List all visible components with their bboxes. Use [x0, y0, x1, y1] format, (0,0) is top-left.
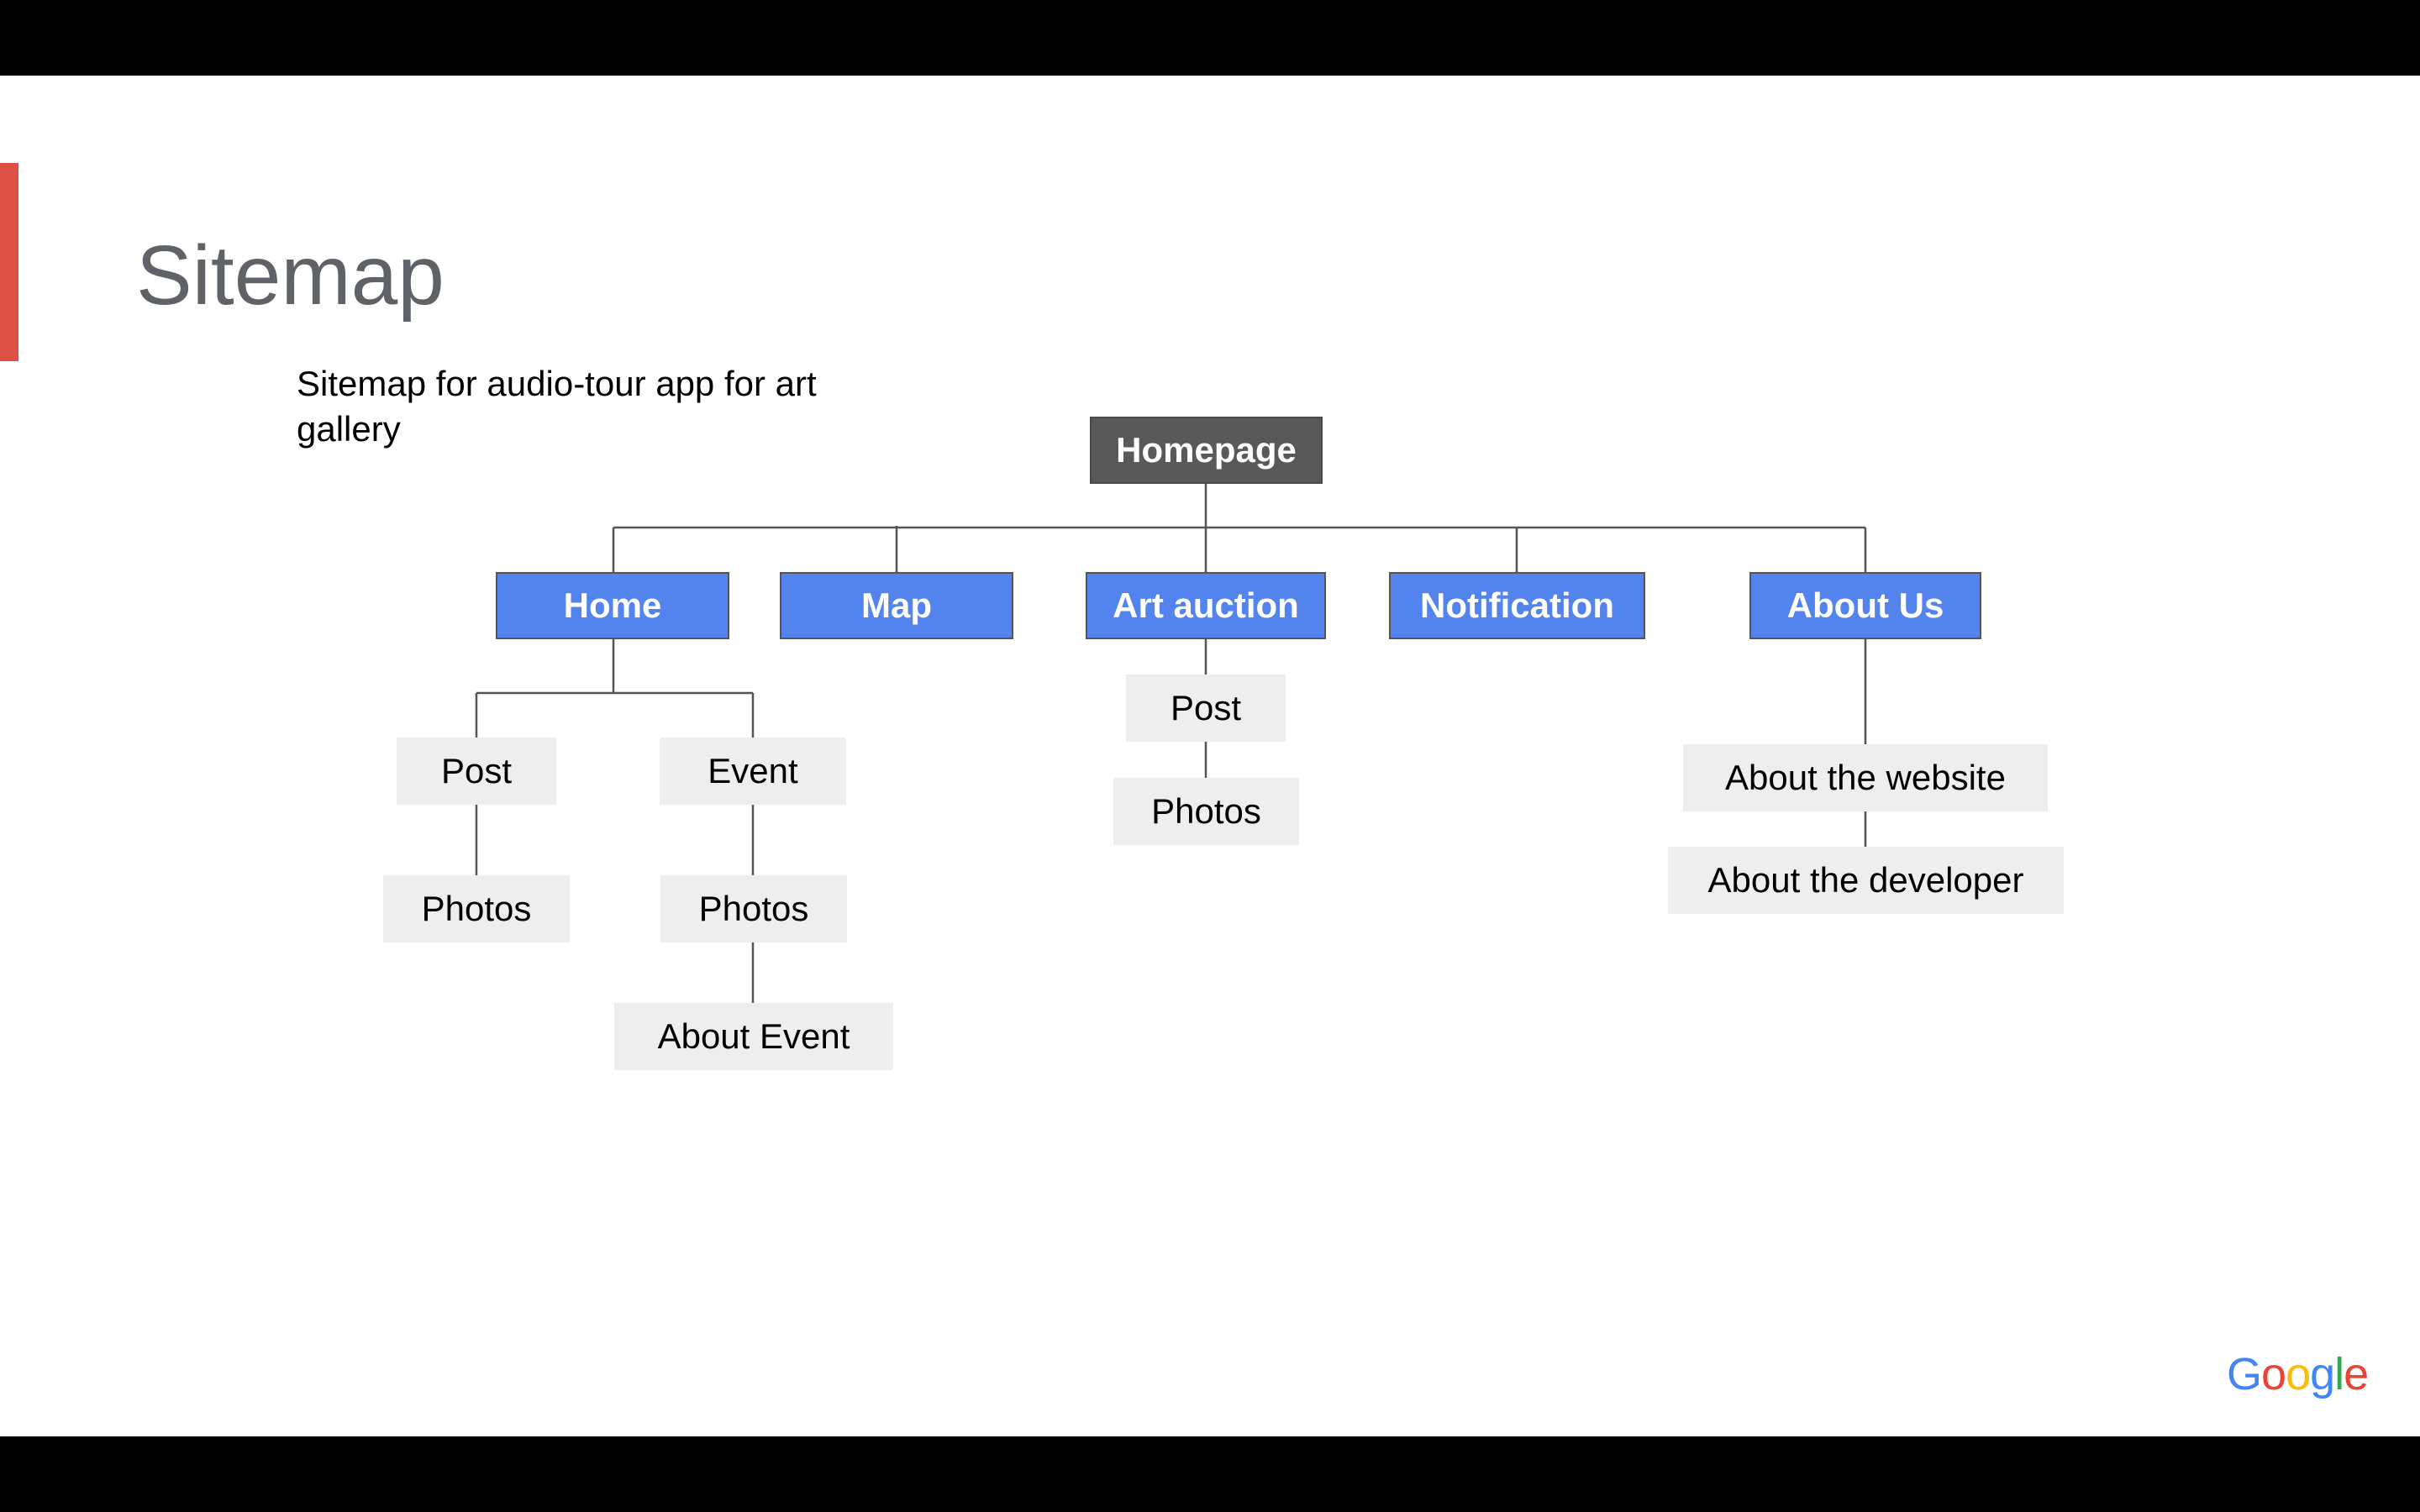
- node-auction-photos: Photos: [1113, 778, 1299, 845]
- connector-lines: [475, 484, 1867, 1003]
- node-map: Map: [780, 572, 1013, 639]
- node-auction-post: Post: [1126, 675, 1286, 742]
- node-about-event: About Event: [614, 1003, 893, 1070]
- node-art-auction: Art auction: [1086, 572, 1326, 639]
- node-event: Event: [660, 738, 846, 805]
- node-homepage: Homepage: [1090, 417, 1323, 484]
- node-home-post: Post: [397, 738, 556, 805]
- node-about-website: About the website: [1683, 744, 2048, 811]
- google-logo: Google: [2227, 1348, 2369, 1400]
- google-logo-letter: o: [2261, 1349, 2286, 1399]
- google-logo-letter: e: [2344, 1349, 2369, 1399]
- node-home: Home: [496, 572, 729, 639]
- node-notification: Notification: [1389, 572, 1645, 639]
- node-about-us: About Us: [1749, 572, 1981, 639]
- google-logo-letter: o: [2286, 1349, 2311, 1399]
- node-about-developer: About the developer: [1668, 847, 2064, 914]
- slide: Sitemap Sitemap for audio-tour app for a…: [0, 76, 2420, 1436]
- google-logo-letter: g: [2310, 1349, 2335, 1399]
- node-home-post-photos: Photos: [383, 875, 570, 942]
- node-event-photos: Photos: [660, 875, 847, 942]
- google-logo-letter: l: [2334, 1349, 2344, 1399]
- slide-subtitle: Sitemap for audio-tour app for art galle…: [297, 364, 817, 449]
- slide-title: Sitemap: [136, 228, 445, 323]
- google-logo-letter: G: [2227, 1349, 2262, 1399]
- accent-bar: [0, 163, 18, 361]
